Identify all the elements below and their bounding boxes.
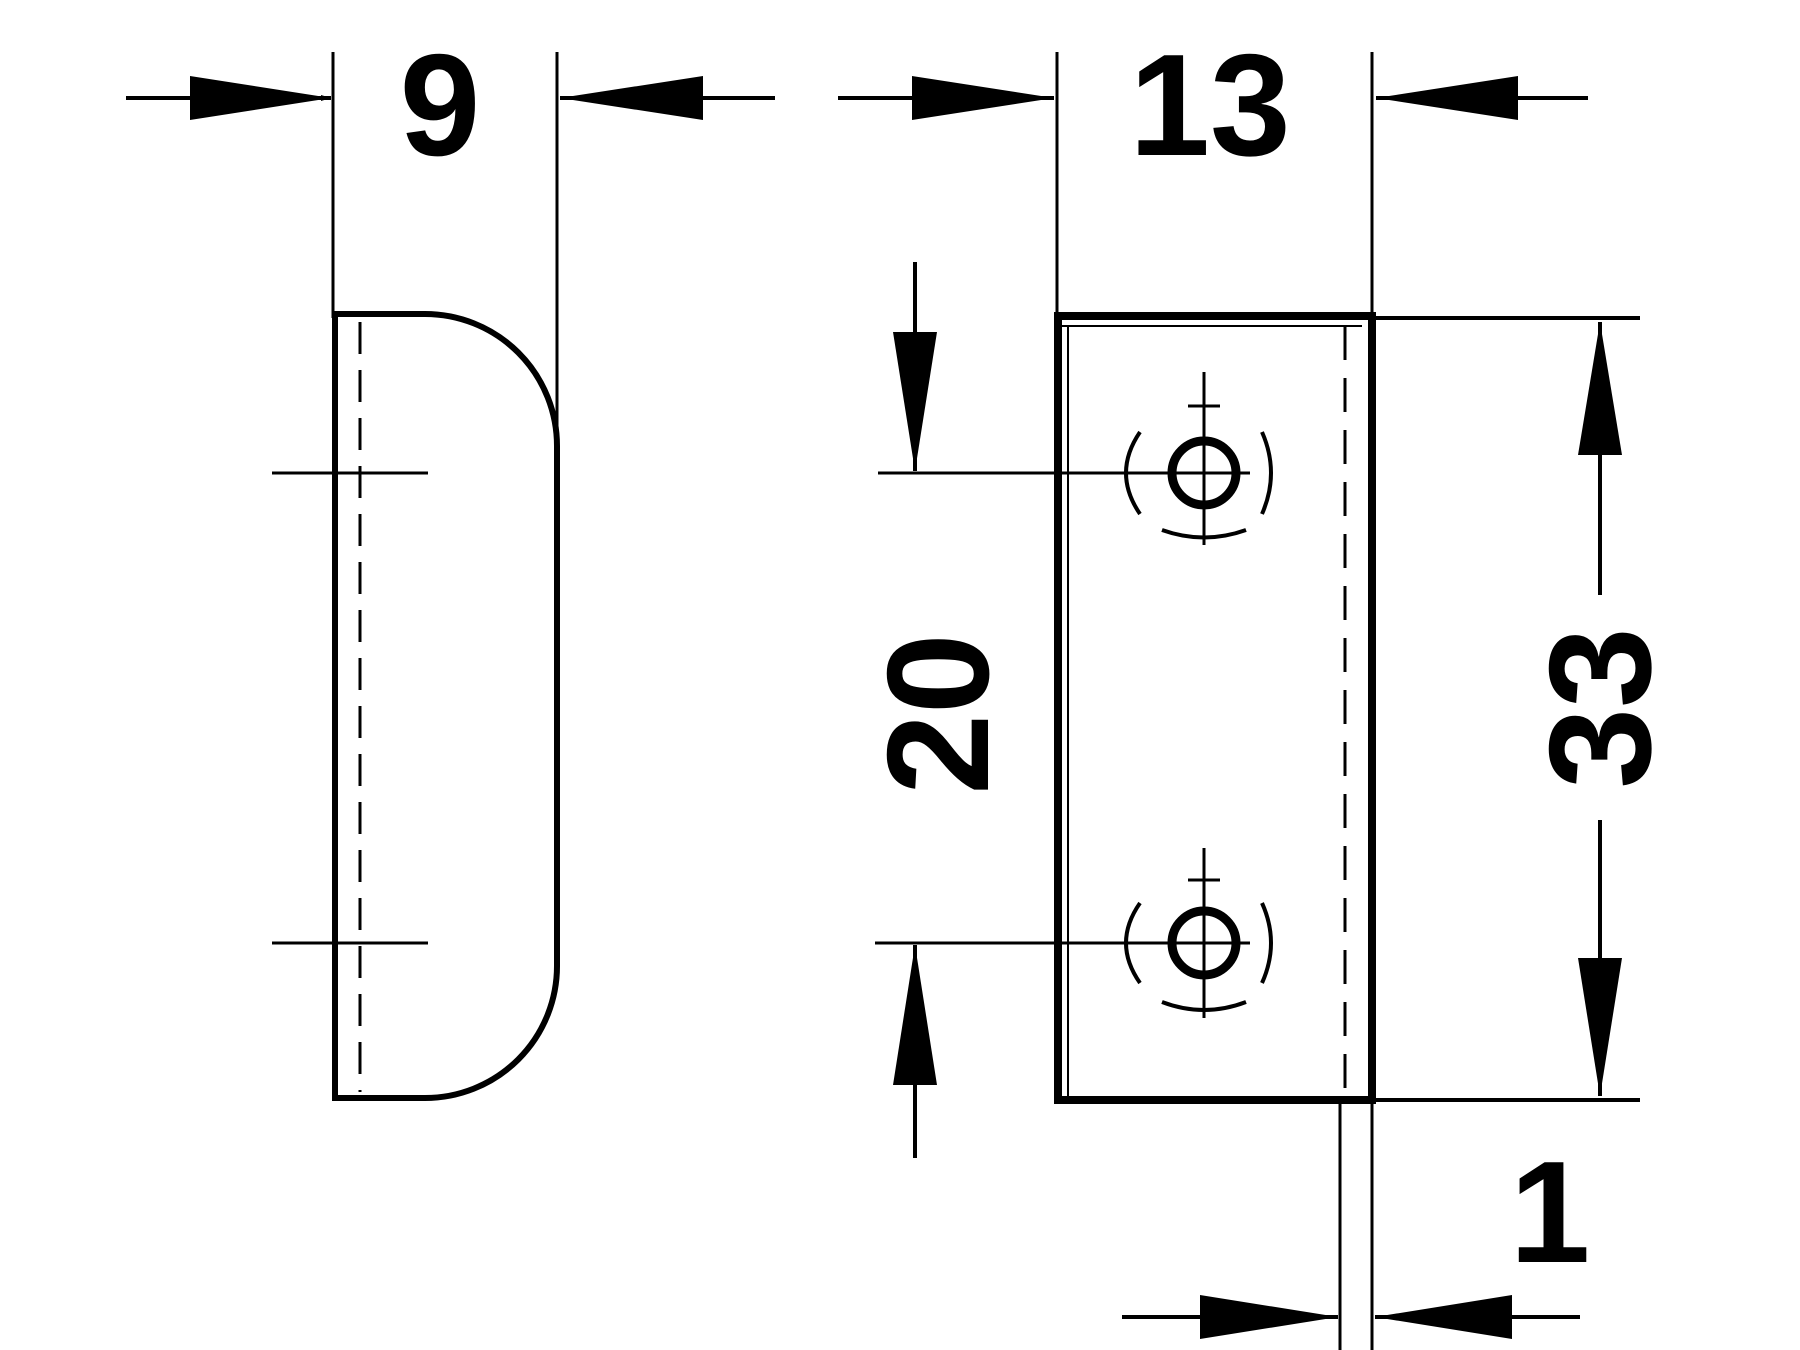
dimension-label-hole-spacing: 20 [857,633,1019,794]
front-view [1054,52,1640,1350]
dimension-label-offset: 1 [1510,1131,1591,1293]
dimension-height: 33 [1519,322,1681,1096]
hole-top-paren-right [1260,431,1273,515]
dimension-offset: 1 [1122,1131,1590,1339]
dimension-front-width: 13 [838,24,1588,186]
hole-top-paren-left [1124,430,1142,516]
hole-bottom-paren-left [1124,901,1142,985]
hole-top-circle [1167,436,1241,510]
arrowhead-right [560,76,703,120]
hole-bottom-circle [1167,906,1241,980]
arrowhead-left [190,76,331,120]
hole-bottom-paren-right [1260,902,1273,984]
arrowhead-right [1375,1295,1512,1339]
side-view [272,52,560,1101]
hole-bottom-paren-bottom [1161,1000,1247,1012]
front-plate-outline [1054,312,1376,1104]
dimension-side-width: 9 [126,24,775,186]
side-profile-outline [332,311,560,1101]
dimension-hole-spacing: 20 [857,262,1019,1158]
hole-top-paren-bottom [1161,528,1247,540]
arrowhead-bottom [1578,958,1622,1096]
arrowhead-left [912,76,1054,120]
dimension-label-side-width: 9 [400,24,481,186]
hole-symbol-bottom [875,848,1273,1018]
dimension-label-height: 33 [1519,627,1681,788]
arrowhead-right [1376,76,1518,120]
dimension-label-front-width: 13 [1129,24,1290,186]
arrowhead-top [893,332,937,471]
hole-symbol-top [878,372,1273,545]
arrowhead-left [1200,1295,1338,1339]
arrowhead-bottom [893,945,937,1085]
arrowhead-top [1578,322,1622,455]
